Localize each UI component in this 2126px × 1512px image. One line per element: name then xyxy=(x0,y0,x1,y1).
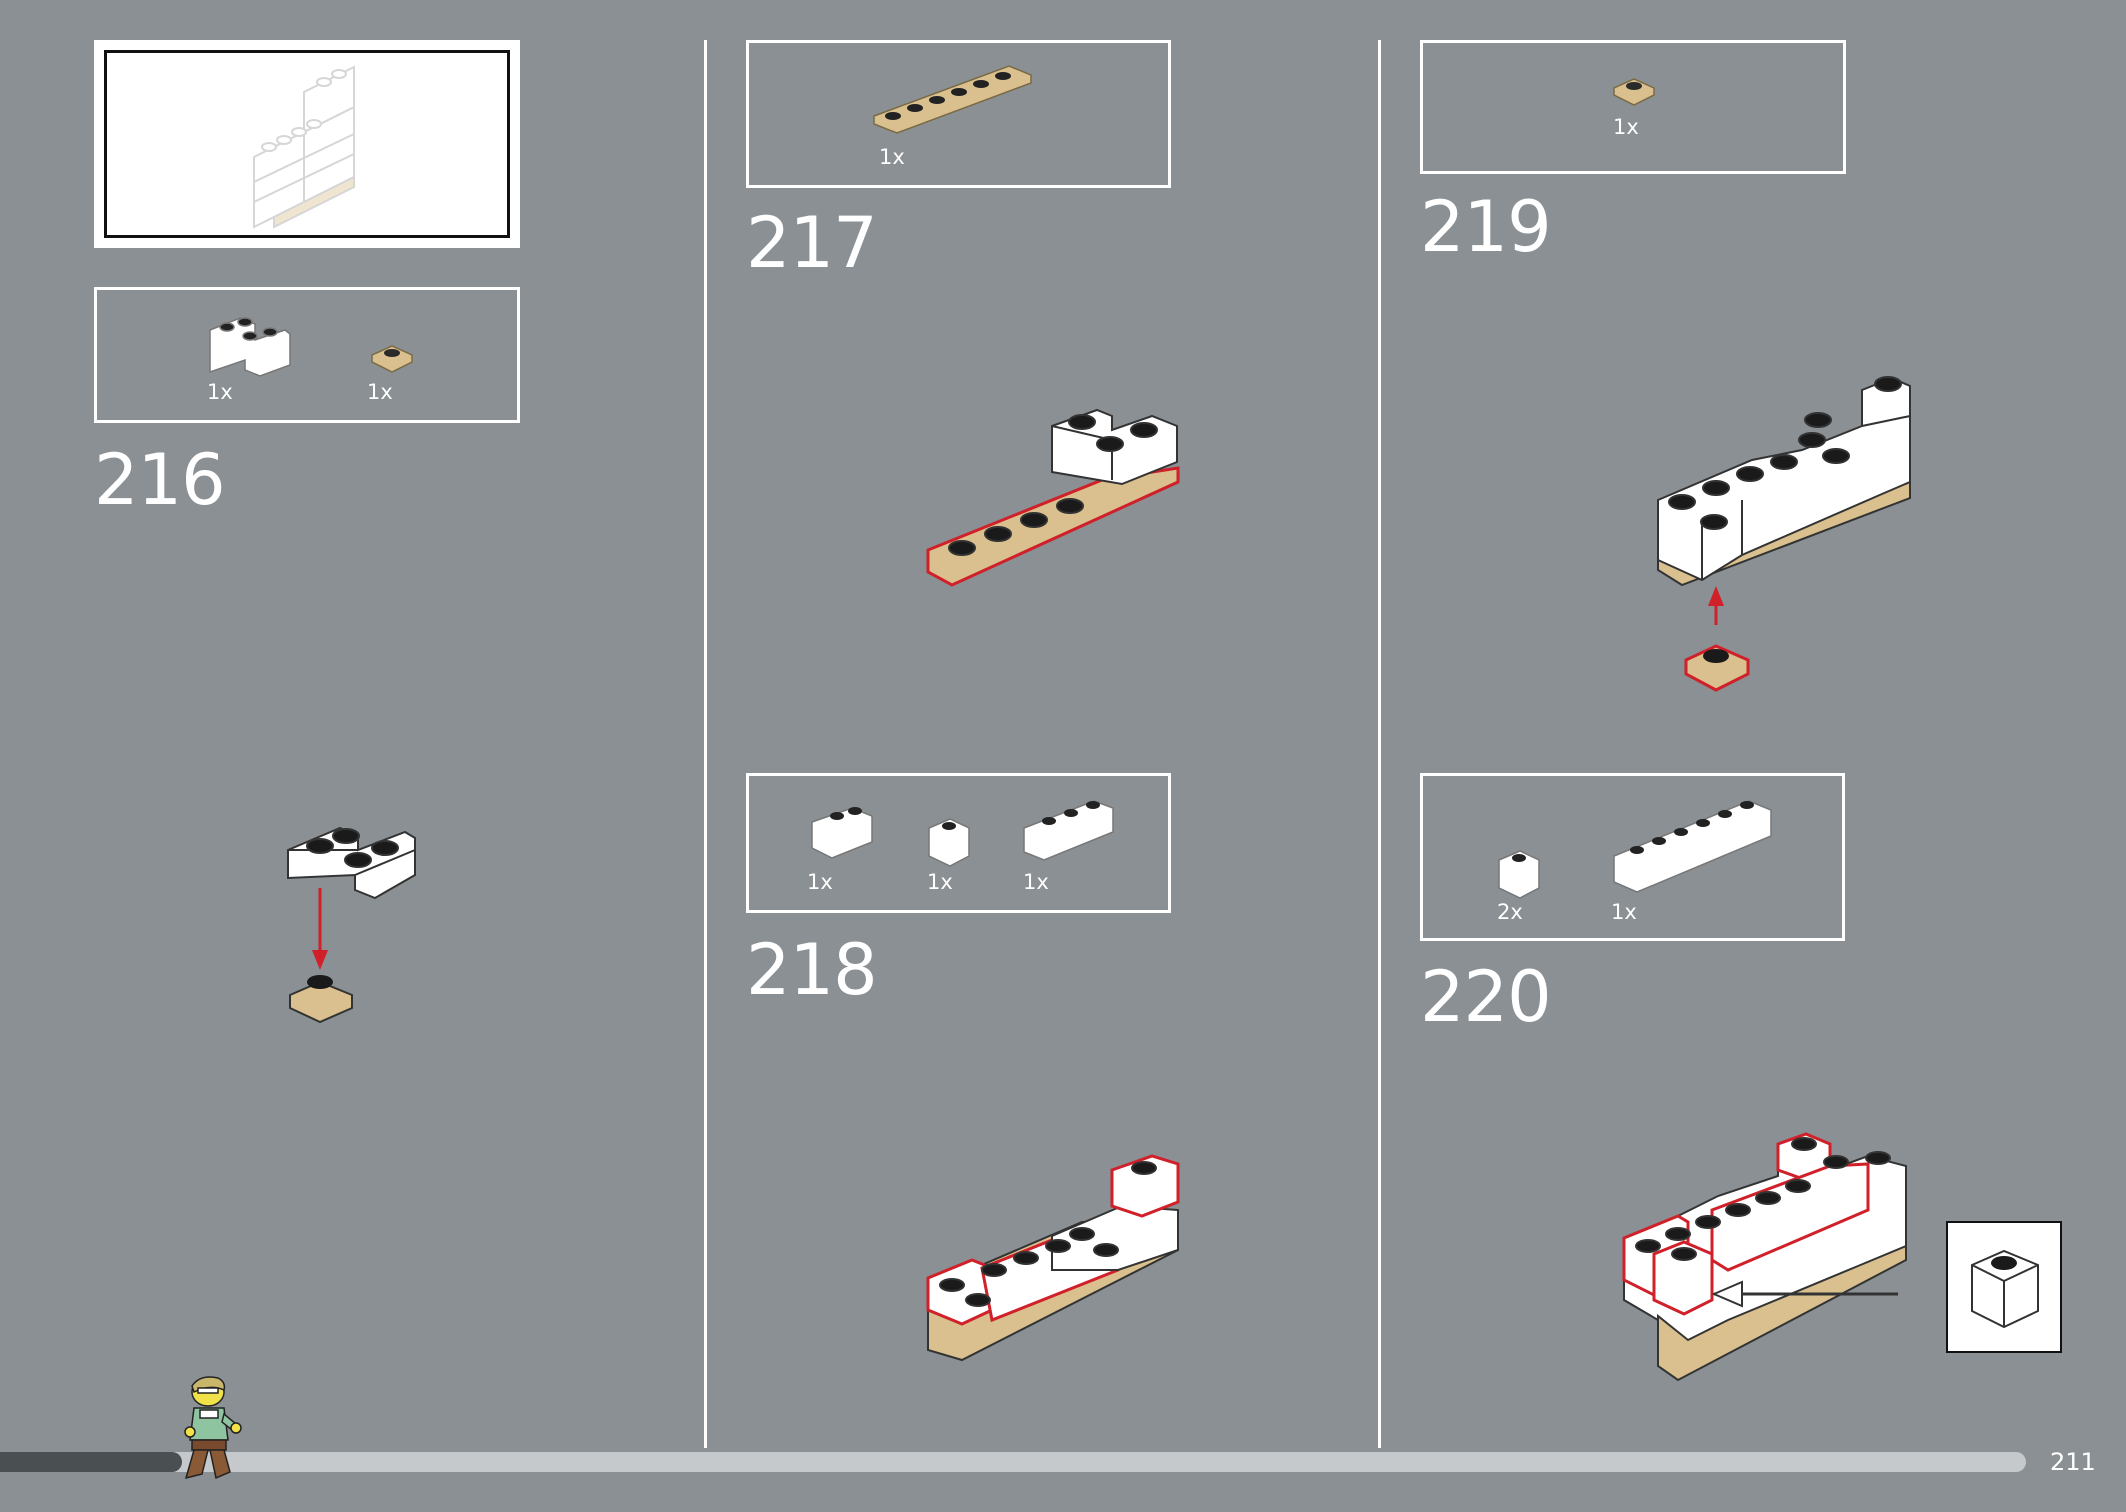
step-218-assembly-illustration xyxy=(926,1154,1180,1362)
part-white-brick-1x6-icon xyxy=(1613,800,1772,893)
submodel-preview-image xyxy=(253,65,355,229)
step-219-assembly-illustration xyxy=(1657,376,1911,692)
part-quantity: 1x xyxy=(207,380,233,404)
step-217-assembly-illustration xyxy=(926,408,1180,587)
white-brick-1x1-icon xyxy=(1971,1249,2039,1329)
step-number-218: 218 xyxy=(746,929,878,1011)
part-white-brick-1x2-icon xyxy=(811,807,873,859)
minifigure-mascot-icon xyxy=(184,1376,242,1480)
step-number-220: 220 xyxy=(1420,956,1552,1038)
part-quantity: 2x xyxy=(1497,900,1523,924)
step-216-assembly-illustration xyxy=(287,826,416,1024)
part-white-brick-1x1-icon xyxy=(1498,850,1540,899)
part-quantity: 1x xyxy=(807,870,833,894)
part-quantity: 1x xyxy=(1613,115,1639,139)
part-quantity: 1x xyxy=(1611,900,1637,924)
part-quantity: 1x xyxy=(367,380,393,404)
part-tan-plate-1x1-icon xyxy=(371,345,413,373)
submodel-preview-frame xyxy=(94,40,520,248)
part-tan-plate-1x6-icon xyxy=(873,65,1032,134)
part-white-brick-1x3-icon xyxy=(1023,800,1114,861)
step-number-219: 219 xyxy=(1420,186,1552,268)
build-progress-fill xyxy=(0,1452,183,1472)
column-divider-left xyxy=(704,40,707,1448)
step-220-callout-box xyxy=(1946,1221,2062,1353)
part-quantity: 1x xyxy=(879,145,905,169)
step-220-assembly-illustration xyxy=(1622,1132,1907,1382)
column-divider-right xyxy=(1378,40,1381,1448)
step-number-216: 216 xyxy=(94,439,226,521)
parts-list-step-220: 2x 1x xyxy=(1420,773,1845,941)
build-progress-track xyxy=(0,1452,2026,1472)
parts-list-step-216: 1x 1x xyxy=(94,287,520,423)
parts-list-step-219: 1x xyxy=(1420,40,1846,174)
page-number: 211 xyxy=(2050,1448,2096,1476)
part-white-brick-1x1-icon xyxy=(928,818,970,867)
parts-list-step-218: 1x 1x 1x xyxy=(746,773,1171,913)
part-quantity: 1x xyxy=(927,870,953,894)
step-number-217: 217 xyxy=(746,202,878,284)
part-quantity: 1x xyxy=(1023,870,1049,894)
part-white-corner-brick-icon xyxy=(209,317,291,377)
part-tan-plate-1x1-icon xyxy=(1613,78,1655,106)
parts-list-step-217: 1x xyxy=(746,40,1171,188)
